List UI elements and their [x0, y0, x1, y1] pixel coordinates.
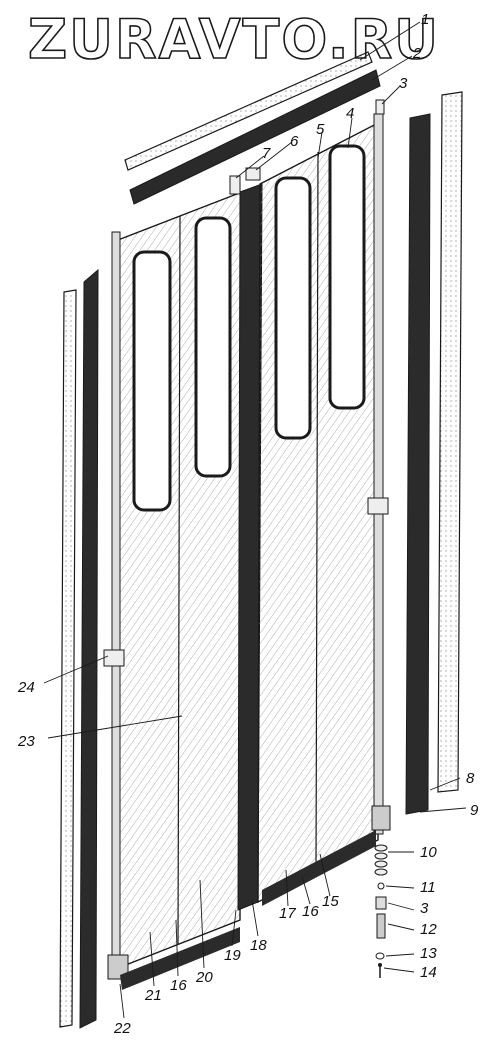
- top-rail-1: [124, 51, 373, 171]
- callout-6: 6: [290, 133, 299, 150]
- callout-3-bottom: 3: [420, 900, 429, 917]
- right-rubber-seal: [405, 113, 431, 815]
- watermark-text: ZURAVTO.RU: [28, 8, 440, 71]
- callout-24: 24: [17, 679, 35, 696]
- callout-14: 14: [420, 964, 437, 981]
- top-pin-3: [375, 99, 385, 115]
- pivot-hardware-stack: [374, 844, 388, 978]
- callout-1: 1: [421, 11, 429, 28]
- callout-11: 11: [420, 879, 436, 896]
- leader-lines: [43, 21, 467, 1019]
- callout-21: 21: [144, 987, 162, 1004]
- callout-5: 5: [316, 121, 325, 138]
- callout-4: 4: [346, 105, 354, 122]
- callout-2: 2: [412, 45, 422, 62]
- callout-8: 8: [466, 770, 475, 787]
- callout-23: 23: [17, 733, 35, 750]
- callout-10: 10: [420, 844, 437, 861]
- right-door-leaves: [257, 113, 391, 906]
- right-side-strip: [437, 91, 463, 793]
- left-rubber-seal: [79, 268, 99, 1029]
- callout-7: 7: [262, 145, 271, 162]
- callout-17: 17: [279, 905, 296, 922]
- callout-22: 22: [113, 1020, 131, 1037]
- callout-18: 18: [250, 937, 267, 954]
- top-rail-2: [129, 69, 381, 205]
- left-side-strip: [59, 289, 77, 1028]
- callout-16-right: 16: [302, 903, 319, 920]
- hinge-pin-7: [229, 175, 241, 195]
- callout-15: 15: [322, 893, 339, 910]
- callout-20: 20: [195, 969, 213, 986]
- callout-3-top: 3: [399, 75, 408, 92]
- callout-16-left: 16: [170, 977, 187, 994]
- callout-9: 9: [470, 802, 479, 819]
- callout-19: 19: [224, 947, 241, 964]
- callout-12: 12: [420, 921, 437, 938]
- callout-13: 13: [420, 945, 437, 962]
- hinge-bracket-6: [245, 167, 261, 181]
- left-door-leaves: [103, 190, 243, 990]
